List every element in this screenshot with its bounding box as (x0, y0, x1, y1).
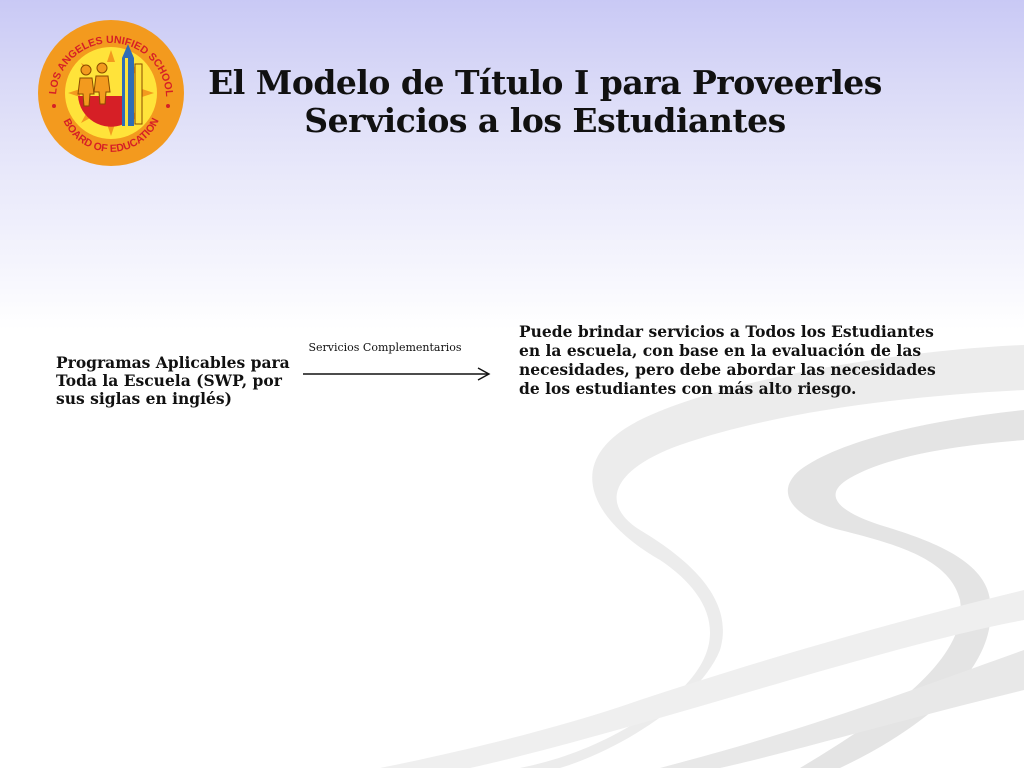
seal-dot-left (52, 104, 56, 108)
services-description: Puede brindar servicios a Todos los Estu… (519, 322, 936, 398)
swp-programs-label: Programas Aplicables para Toda la Escuel… (56, 353, 290, 408)
seal-dot-right (166, 104, 170, 108)
swirl-band-3 (380, 590, 1024, 768)
right-arrow-icon (303, 367, 491, 381)
lausd-seal-logo: LOS ANGELES UNIFIED SCHOOL DISTRICT BOAR… (36, 18, 184, 166)
slide-title-line-2: Servicios a los Estudiantes (304, 101, 786, 140)
slide-title-line-1: El Modelo de Título I para Proveerles (208, 63, 882, 102)
arrow-label: Servicios Complementarios (308, 341, 462, 354)
slide-title: El Modelo de Título I para Proveerles Se… (190, 64, 900, 140)
children-figures-icon (77, 62, 111, 107)
swirl-band-1 (520, 345, 1024, 768)
pencils-icon (122, 44, 143, 126)
